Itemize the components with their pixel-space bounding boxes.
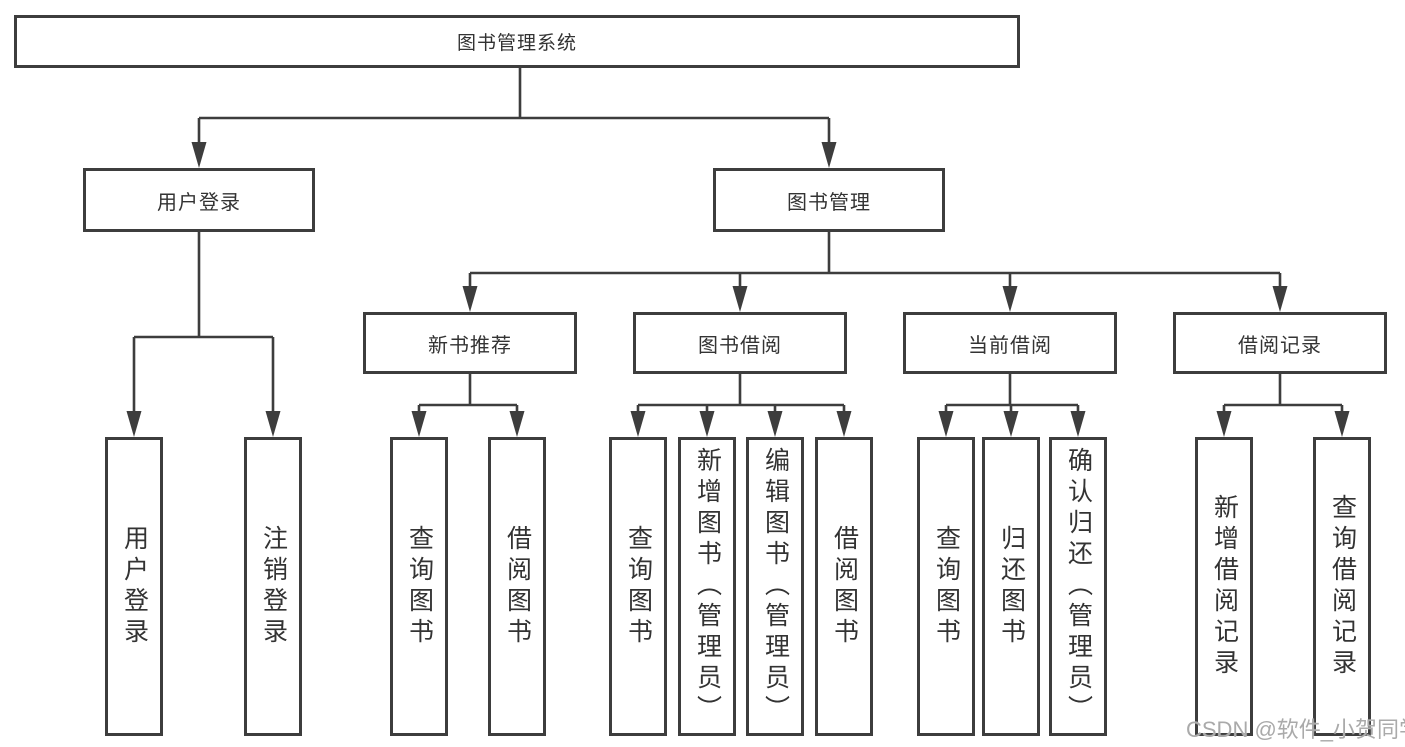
node-book-borrowing: 图书借阅 xyxy=(633,312,847,374)
leaf-add-books-admin: 新增图书（管理员） xyxy=(678,437,736,736)
node-book-management-branch: 图书管理 xyxy=(713,168,945,232)
leaf-logout: 注销登录 xyxy=(244,437,302,736)
node-borrowing-records: 借阅记录 xyxy=(1173,312,1387,374)
node-new-book-recommend: 新书推荐 xyxy=(363,312,577,374)
leaf-confirm-return-admin: 确认归还（管理员） xyxy=(1049,437,1107,736)
leaf-user-login: 用户登录 xyxy=(105,437,163,736)
leaf-query-books-1: 查询图书 xyxy=(390,437,448,736)
leaf-query-borrow-record: 查询借阅记录 xyxy=(1313,437,1371,736)
csdn-watermark: CSDN @软件_小贺同学 xyxy=(1186,717,1405,742)
leaf-query-books-2: 查询图书 xyxy=(609,437,667,736)
leaf-borrow-books-2: 借阅图书 xyxy=(815,437,873,736)
leaf-return-books: 归还图书 xyxy=(982,437,1040,736)
node-library-management-system: 图书管理系统 xyxy=(14,15,1020,68)
leaf-edit-books-admin: 编辑图书（管理员） xyxy=(746,437,804,736)
leaf-add-borrow-record: 新增借阅记录 xyxy=(1195,437,1253,736)
leaf-borrow-books-1: 借阅图书 xyxy=(488,437,546,736)
node-user-login-branch: 用户登录 xyxy=(83,168,315,232)
node-current-borrowing: 当前借阅 xyxy=(903,312,1117,374)
leaf-query-books-3: 查询图书 xyxy=(917,437,975,736)
